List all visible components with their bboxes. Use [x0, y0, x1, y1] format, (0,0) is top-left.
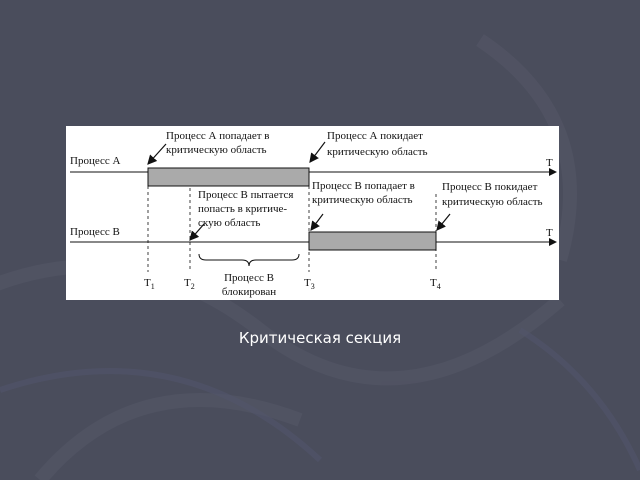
annotation-b-try-line1: Процесс В пытается: [198, 189, 293, 201]
annotation-b-try-line2: попасть в критиче-: [198, 203, 287, 215]
timing-diagram-svg: Процесс A Процесс B T T Процесс А попада…: [70, 130, 557, 298]
annotation-a-leave-line1: Процесс А покидает: [327, 130, 423, 142]
annotation-b-enter-line2: критическую область: [312, 194, 413, 206]
annotation-a-enter-line2: критическую область: [166, 144, 267, 156]
annotation-a-leave-line2: критическую область: [327, 146, 428, 158]
arrow-b-leave: [436, 213, 451, 231]
time-label-t2: T2: [184, 277, 195, 291]
axis-label-b: T: [546, 227, 553, 239]
annotation-b-leave-line2: критическую область: [442, 196, 543, 208]
time-label-t4: T4: [430, 277, 441, 291]
time-label-t3: T3: [304, 277, 315, 291]
annotation-b-leave-line1: Процесс В покидает: [442, 181, 538, 193]
axis-label-a: T: [546, 157, 553, 169]
critical-bar-a: [147, 167, 310, 187]
blocked-label-line2: блокирован: [222, 286, 276, 298]
annotation-b-enter-line1: Процесс В попадает в: [312, 180, 415, 192]
critical-bar-b: [308, 231, 437, 251]
annotation-b-try-line3: скую область: [198, 217, 260, 229]
slide-caption: Критическая секция: [238, 329, 402, 347]
blocked-brace: [198, 253, 300, 267]
arrow-a-leave: [309, 141, 326, 163]
blocked-label-line1: Процесс В: [224, 272, 274, 284]
arrow-a-enter: [147, 143, 167, 165]
annotation-a-enter-line1: Процесс А попадает в: [166, 130, 269, 142]
arrow-b-enter: [310, 213, 324, 231]
process-b-label: Процесс B: [70, 226, 120, 238]
critical-section-diagram: Процесс A Процесс B T T Процесс А попада…: [66, 126, 559, 300]
time-label-t1: T1: [144, 277, 155, 291]
arrow-b-try: [189, 223, 205, 241]
process-a-label: Процесс A: [70, 155, 121, 167]
